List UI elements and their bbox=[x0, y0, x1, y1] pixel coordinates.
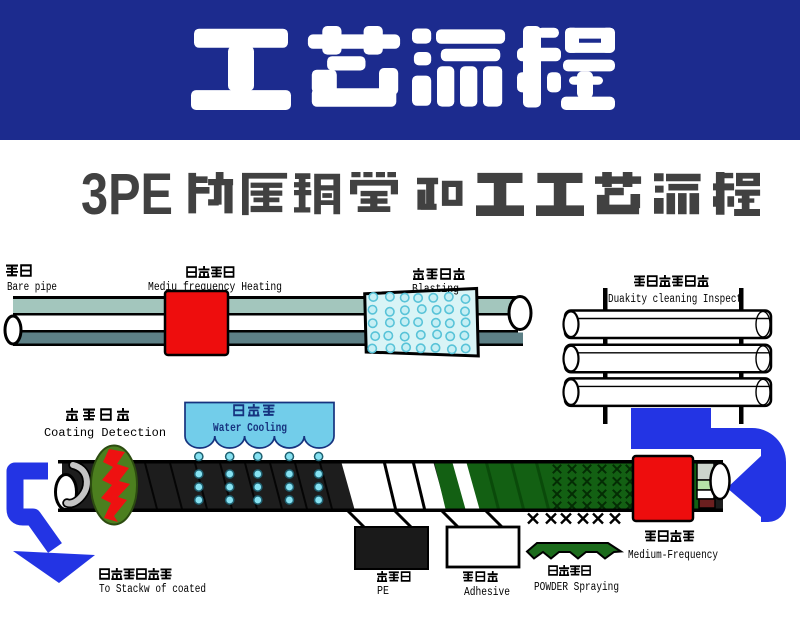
svg-text:Coating Detection: Coating Detection bbox=[44, 427, 166, 440]
svg-text:Water Cooling: Water Cooling bbox=[213, 421, 287, 435]
svg-text:PE: PE bbox=[377, 585, 389, 598]
svg-text:POWDER Spraying: POWDER Spraying bbox=[534, 581, 619, 594]
svg-text:Blasting: Blasting bbox=[412, 283, 459, 296]
svg-text:To Stackw of coated: To Stackw of coated bbox=[99, 583, 206, 596]
svg-text:Adhesive: Adhesive bbox=[464, 586, 510, 599]
svg-text:3PE: 3PE bbox=[81, 162, 173, 227]
svg-text:Medium-Frequency: Medium-Frequency bbox=[628, 549, 718, 562]
svg-text:Bare pipe: Bare pipe bbox=[7, 281, 57, 294]
svg-text:Duakity cleaning Inspect: Duakity cleaning Inspect bbox=[608, 293, 742, 306]
